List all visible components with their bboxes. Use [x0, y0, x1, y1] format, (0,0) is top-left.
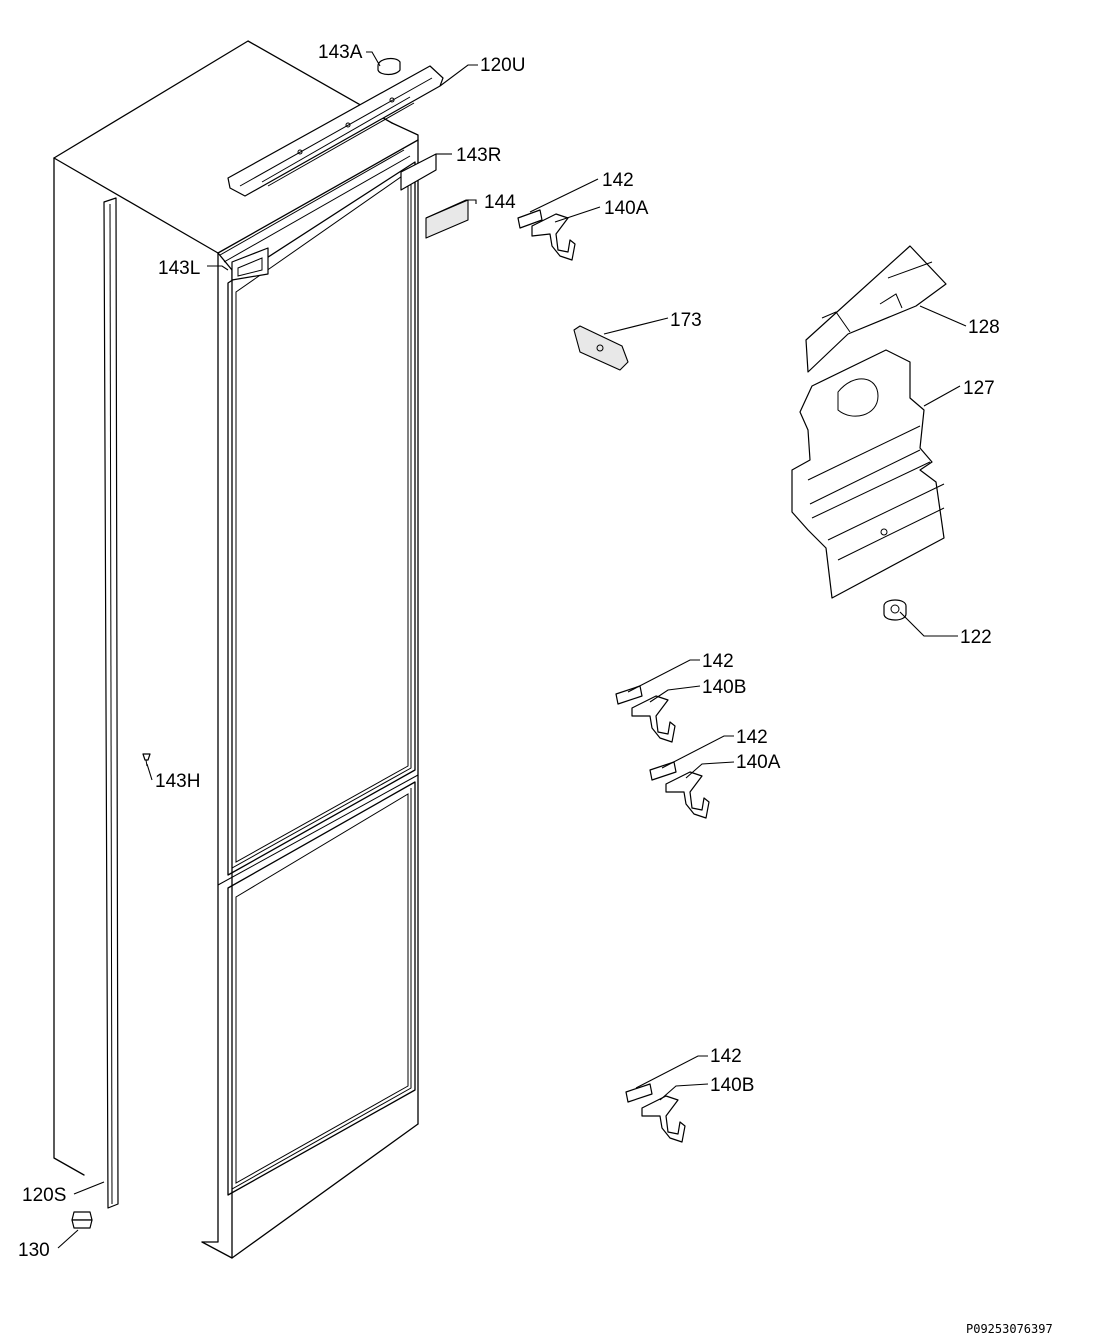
part-130-foot — [71, 1211, 93, 1229]
label-143H: 143H — [155, 771, 200, 792]
label-127: 127 — [963, 378, 995, 399]
lower-door-frame — [217, 774, 419, 1196]
label-143A: 143A — [318, 42, 363, 63]
label-143L: 143L — [158, 258, 200, 279]
label-173: 173 — [670, 310, 702, 331]
part-127-fan-housing — [791, 349, 945, 599]
part-140A-hinge-mid — [665, 771, 710, 819]
label-142-mid2: 142 — [736, 727, 768, 748]
label-142-bottom: 142 — [710, 1046, 742, 1067]
part-122-knob — [883, 599, 907, 621]
part-143A-cap — [377, 57, 401, 76]
part-140B-hinge-mid — [631, 695, 676, 743]
part-143H-screw — [142, 753, 151, 767]
part-142-spacer-top — [517, 209, 543, 229]
label-140B-mid: 140B — [702, 677, 746, 698]
part-142-spacer-mid1 — [615, 685, 643, 705]
document-code: P09253076397 — [966, 1322, 1053, 1336]
label-143R: 143R — [456, 145, 501, 166]
part-120S-side-strip — [103, 197, 119, 1209]
label-130: 130 — [18, 1240, 50, 1261]
label-120U: 120U — [480, 55, 525, 76]
part-140A-hinge-top — [531, 213, 576, 261]
label-122: 122 — [960, 627, 992, 648]
leader-lines — [57, 51, 967, 1249]
part-140B-hinge-bottom — [641, 1095, 686, 1143]
part-144-shim — [425, 199, 469, 239]
label-144: 144 — [484, 192, 516, 213]
part-128-duct-cover — [805, 245, 947, 373]
label-120S: 120S — [22, 1185, 66, 1206]
upper-door-frame — [227, 161, 416, 876]
label-140A-mid: 140A — [736, 752, 781, 773]
part-142-spacer-bottom — [625, 1083, 653, 1103]
label-142-mid1: 142 — [702, 651, 734, 672]
part-173-bracket — [573, 325, 629, 371]
part-143R-cover — [400, 153, 437, 191]
part-143L-cover — [231, 247, 269, 281]
label-140A-top: 140A — [604, 198, 649, 219]
part-142-spacer-mid2 — [649, 761, 677, 781]
label-128: 128 — [968, 317, 1000, 338]
part-labels: 143A 120U 143R 142 144 140A 143L 173 128… — [18, 42, 1000, 1261]
label-142-top: 142 — [602, 170, 634, 191]
label-140B-bottom: 140B — [710, 1075, 754, 1096]
